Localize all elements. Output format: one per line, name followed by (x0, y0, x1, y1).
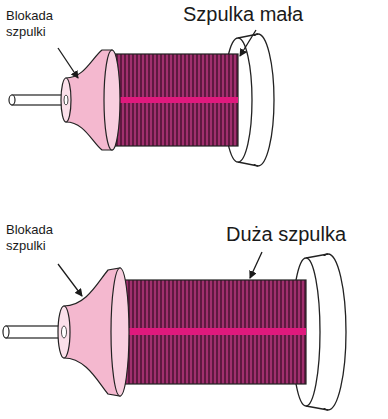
cap-hole (62, 326, 67, 338)
pin-end (3, 326, 9, 338)
spool-cap-end (61, 78, 71, 122)
leader-arrow (240, 30, 256, 56)
thread-windings (108, 54, 238, 146)
thread-stripe (120, 328, 306, 335)
leader-arrow (58, 264, 82, 296)
small-spool (9, 34, 274, 166)
large-spool (3, 254, 346, 410)
leader-arrow (58, 48, 78, 78)
part-label: Blokada szpulki (6, 8, 80, 41)
part-label: Szpulka mała (183, 2, 373, 27)
spool-pin (12, 95, 68, 105)
flange-edge (238, 162, 258, 166)
flange-edge (238, 34, 258, 38)
thread-windings (120, 280, 306, 384)
pin-end (9, 95, 15, 105)
spool-cap-face (104, 50, 120, 150)
thread-stripe (108, 97, 238, 103)
leader-arrow (250, 252, 262, 278)
part-label: Duża szpulka (226, 222, 384, 247)
spool-cap-face (111, 268, 129, 396)
cap-hole (64, 95, 68, 105)
flange-edge (306, 254, 328, 258)
spool-pin (6, 326, 66, 338)
spool-cap-end (58, 306, 70, 358)
part-label: Blokada szpulki (6, 222, 80, 255)
flange-edge (306, 406, 328, 410)
